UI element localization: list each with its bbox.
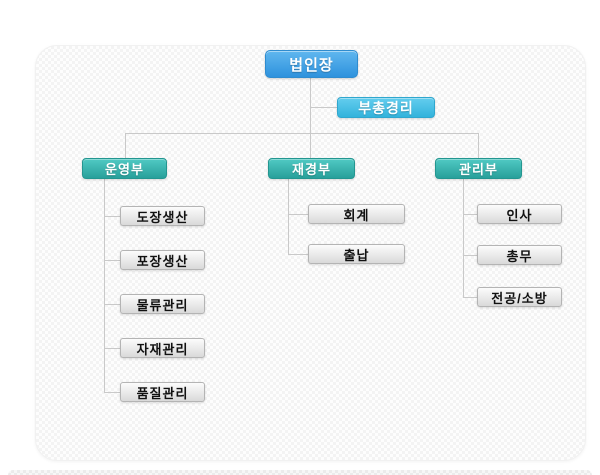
node-team-materials: 자재관리: [120, 338, 205, 358]
connector-spine-finance: [288, 179, 289, 255]
node-deputy-gm-label: 부총경리: [358, 99, 414, 116]
node-dept-admin: 관리부: [435, 158, 522, 179]
node-dept-finance: 재경부: [268, 158, 355, 179]
connector-trunk: [310, 78, 311, 133]
connector-drop-admin: [478, 133, 479, 158]
node-team-accounting: 회계: [308, 204, 405, 224]
node-team-logistics: 물류관리: [120, 294, 205, 314]
connector-stub-accounting: [289, 214, 308, 215]
next-panel-edge: [8, 470, 592, 475]
node-team-quality-label: 품질관리: [136, 385, 189, 401]
node-team-painting-label: 도장생산: [136, 209, 189, 225]
node-team-packaging: 포장생산: [120, 250, 205, 270]
node-team-hr: 인사: [477, 204, 562, 224]
connector-stub-quality: [105, 392, 120, 393]
connector-stub-painting: [105, 216, 120, 217]
node-dept-admin-label: 관리부: [459, 162, 498, 177]
connector-stub-cashier: [289, 254, 308, 255]
connector-deputy-stub: [311, 107, 337, 108]
node-team-cashier-label: 출납: [343, 247, 370, 263]
node-dept-operations: 운영부: [82, 158, 167, 179]
node-team-materials-label: 자재관리: [136, 341, 189, 357]
connector-drop-operations: [125, 133, 126, 158]
connector-stub-electric-fire: [464, 297, 477, 298]
node-team-quality: 품질관리: [120, 382, 205, 402]
connector-stub-logistics: [105, 304, 120, 305]
node-team-packaging-label: 포장생산: [136, 253, 189, 269]
connector-stub-hr: [464, 214, 477, 215]
node-team-general-affairs: 총무: [477, 245, 562, 265]
node-team-general-affairs-label: 총무: [506, 248, 533, 264]
node-team-logistics-label: 물류관리: [136, 297, 189, 313]
node-team-electric-fire-label: 전공/소방: [491, 290, 548, 306]
node-team-accounting-label: 회계: [343, 207, 370, 223]
node-ceo: 법인장: [265, 50, 358, 78]
connector-distributor: [125, 133, 479, 134]
node-team-painting: 도장생산: [120, 206, 205, 226]
node-dept-finance-label: 재경부: [292, 162, 331, 177]
node-deputy-gm: 부총경리: [337, 97, 435, 118]
connector-stub-materials: [105, 348, 120, 349]
node-team-hr-label: 인사: [506, 207, 533, 223]
connector-spine-admin: [463, 179, 464, 298]
connector-drop-finance: [310, 133, 311, 158]
node-team-cashier: 출납: [308, 244, 405, 264]
connector-spine-operations: [104, 179, 105, 393]
connector-stub-general-affairs: [464, 255, 477, 256]
node-dept-operations-label: 운영부: [105, 162, 144, 177]
connector-stub-packaging: [105, 260, 120, 261]
node-team-electric-fire: 전공/소방: [477, 287, 562, 307]
node-ceo-label: 법인장: [289, 56, 334, 74]
